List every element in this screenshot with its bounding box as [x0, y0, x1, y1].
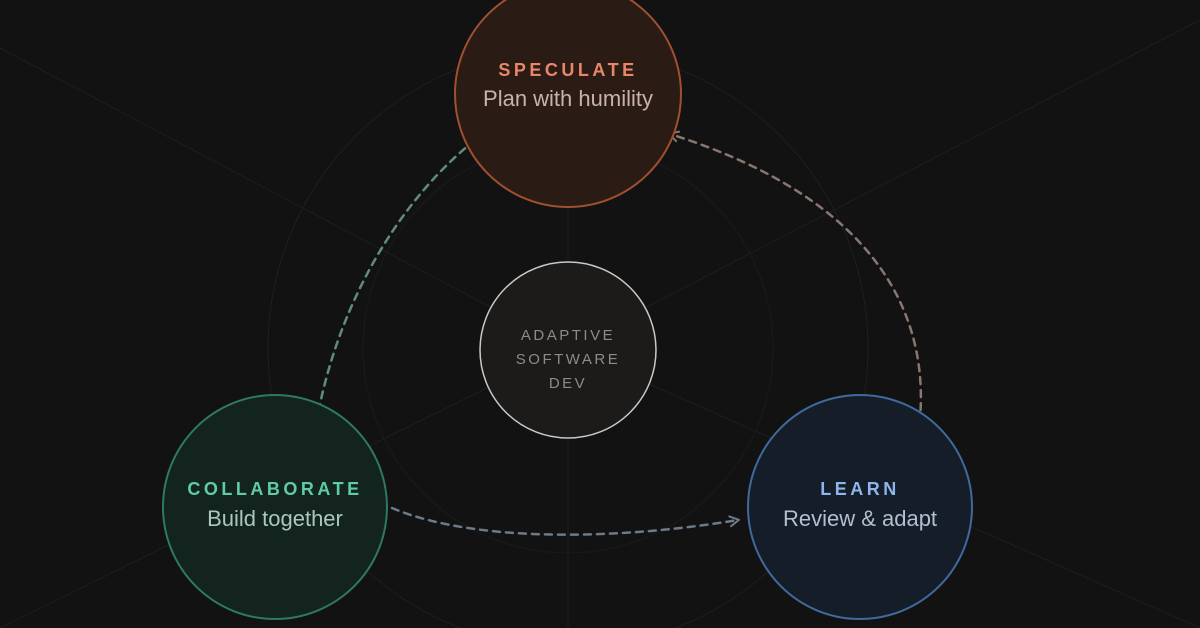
phase-speculate: SPECULATE Plan with humility — [454, 0, 682, 208]
phase-collaborate-circle — [162, 394, 388, 620]
phase-speculate-circle — [454, 0, 682, 208]
center-circle — [479, 261, 657, 439]
center-label-line-2: SOFTWARE — [516, 351, 620, 368]
phase-learn-title: LEARN — [820, 479, 900, 499]
phase-collaborate: COLLABORATE Build together — [162, 394, 388, 620]
phase-collaborate-title: COLLABORATE — [187, 479, 362, 499]
center-label-line-1: ADAPTIVE — [521, 327, 615, 344]
arrow-collaborate-to-learn — [390, 506, 740, 536]
guide-line — [567, 19, 1200, 349]
phase-learn-circle — [747, 394, 973, 620]
center-node: ADAPTIVE SOFTWARE DEV — [479, 261, 657, 439]
phase-speculate-subtitle: Plan with humility — [483, 86, 653, 111]
phase-learn: LEARN Review & adapt — [747, 394, 973, 620]
phase-speculate-title: SPECULATE — [498, 60, 637, 80]
guide-line — [0, 47, 569, 349]
phase-learn-subtitle: Review & adapt — [783, 506, 937, 531]
phase-collaborate-subtitle: Build together — [207, 506, 343, 531]
arrow-speculate-to-collaborate — [313, 138, 477, 416]
connectors — [313, 130, 923, 536]
center-label-line-3: DEV — [549, 375, 587, 392]
